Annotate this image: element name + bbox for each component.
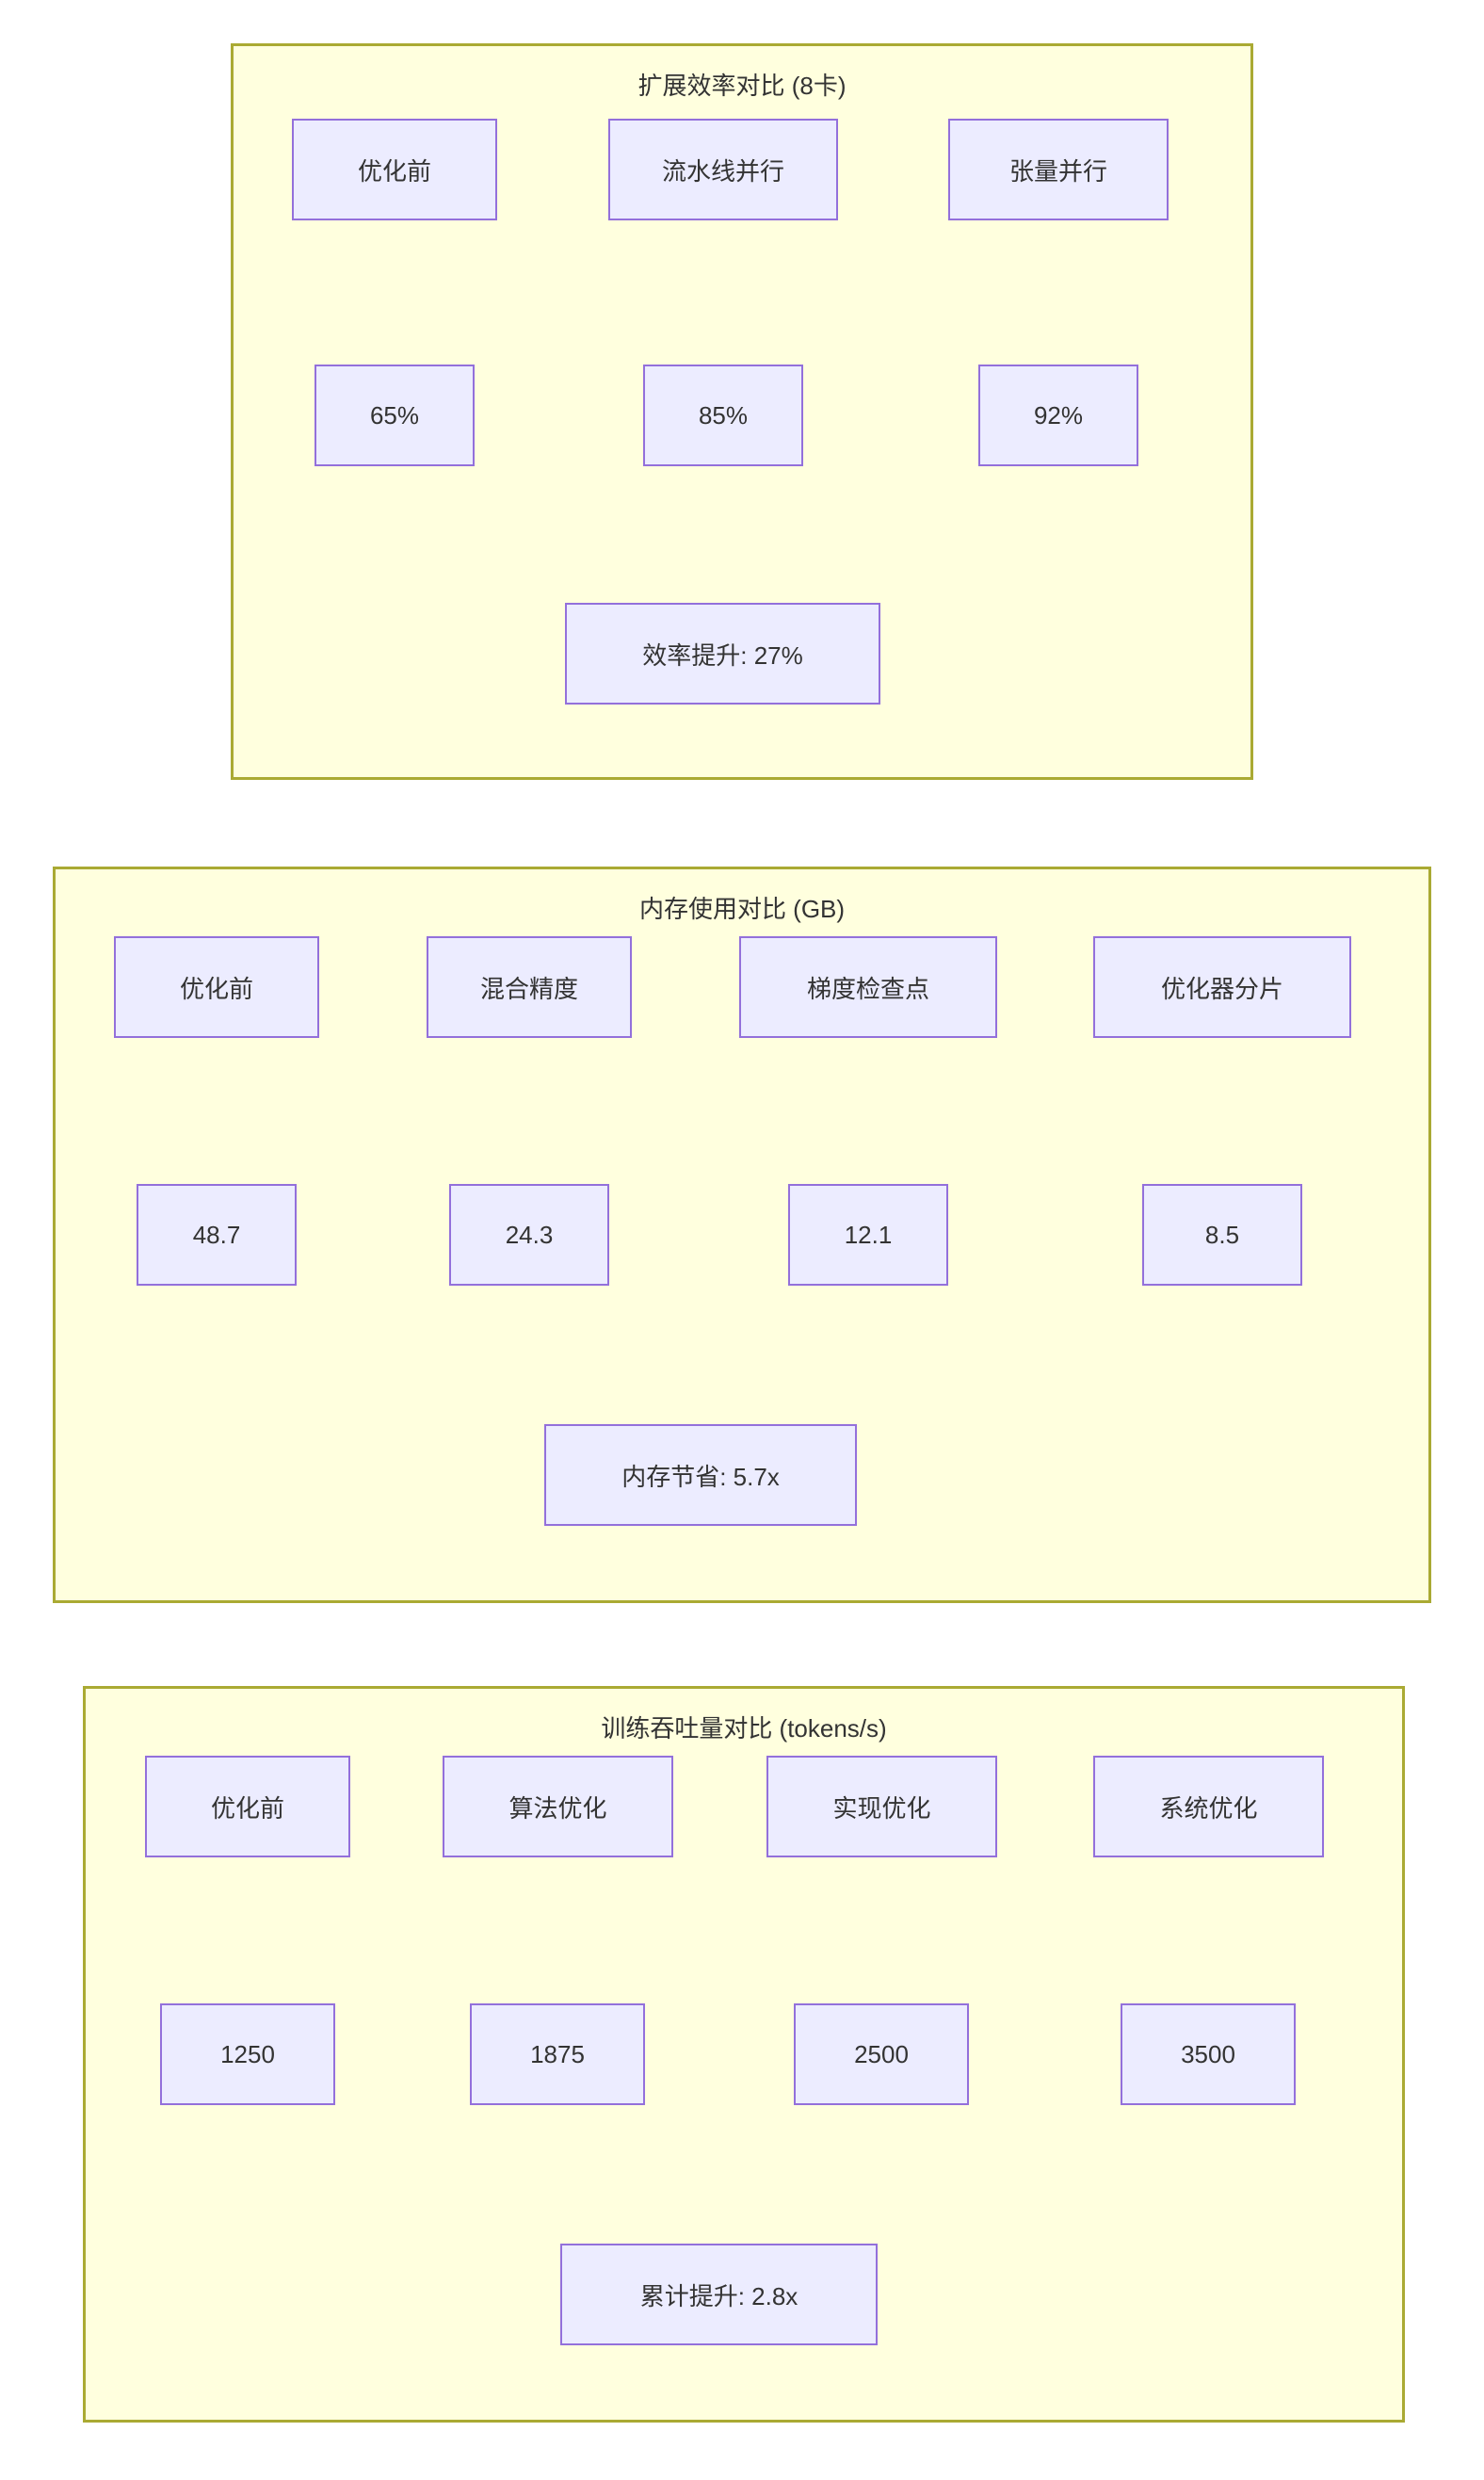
node-p2-value-3[interactable]: 8.5 <box>1142 1184 1302 1286</box>
node-label: 优化前 <box>357 156 431 186</box>
node-p3-summary[interactable]: 累计提升: 2.8x <box>560 2244 878 2345</box>
node-label: 1250 <box>220 2039 275 2068</box>
node-p1-input-2[interactable]: 张量并行 <box>948 119 1169 220</box>
node-label: 1875 <box>530 2039 585 2068</box>
node-p2-input-3[interactable]: 优化器分片 <box>1093 936 1351 1038</box>
node-label: 优化前 <box>179 974 253 1003</box>
node-p2-input-1[interactable]: 混合精度 <box>427 936 632 1038</box>
node-label: 累计提升: 2.8x <box>639 2281 798 2310</box>
node-p1-input-0[interactable]: 优化前 <box>292 119 497 220</box>
node-p2-value-2[interactable]: 12.1 <box>788 1184 948 1286</box>
node-label: 张量并行 <box>1008 156 1107 186</box>
node-label: 12.1 <box>844 1220 893 1249</box>
node-label: 算法优化 <box>508 1793 607 1823</box>
node-p1-summary[interactable]: 效率提升: 27% <box>565 603 880 705</box>
node-label: 系统优化 <box>1159 1793 1258 1823</box>
node-label: 8.5 <box>1204 1220 1240 1249</box>
node-p2-input-0[interactable]: 优化前 <box>114 936 319 1038</box>
node-label: 65% <box>369 400 420 430</box>
node-p1-value-0[interactable]: 65% <box>315 365 475 466</box>
subgraph-title-scaling-efficiency: 扩展效率对比 (8卡) <box>637 72 847 100</box>
node-label: 2500 <box>854 2039 909 2068</box>
subgraph-title-memory-usage: 内存使用对比 (GB) <box>638 895 846 923</box>
node-label: 优化前 <box>210 1793 284 1823</box>
node-label: 85% <box>698 400 749 430</box>
node-p3-input-0[interactable]: 优化前 <box>145 1756 350 1857</box>
node-p1-input-1[interactable]: 流水线并行 <box>608 119 838 220</box>
node-p3-value-1[interactable]: 1875 <box>470 2003 645 2105</box>
node-p2-summary[interactable]: 内存节省: 5.7x <box>544 1424 857 1526</box>
node-p3-value-3[interactable]: 3500 <box>1121 2003 1296 2105</box>
node-p1-value-1[interactable]: 85% <box>643 365 803 466</box>
node-p3-value-2[interactable]: 2500 <box>794 2003 969 2105</box>
node-label: 内存节省: 5.7x <box>621 1462 780 1491</box>
node-label: 3500 <box>1181 2039 1235 2068</box>
node-p2-input-2[interactable]: 梯度检查点 <box>739 936 997 1038</box>
node-p3-input-1[interactable]: 算法优化 <box>443 1756 673 1857</box>
node-p1-value-2[interactable]: 92% <box>978 365 1138 466</box>
node-label: 混合精度 <box>479 974 578 1003</box>
node-p2-value-0[interactable]: 48.7 <box>137 1184 297 1286</box>
subgraph-title-training-throughput: 训练吞吐量对比 (tokens/s) <box>601 1714 887 1742</box>
node-p3-value-0[interactable]: 1250 <box>160 2003 335 2105</box>
node-label: 梯度检查点 <box>806 974 929 1003</box>
node-label: 48.7 <box>192 1220 241 1249</box>
node-label: 优化器分片 <box>1160 974 1283 1003</box>
node-label: 实现优化 <box>832 1793 931 1823</box>
node-label: 24.3 <box>505 1220 554 1249</box>
node-p3-input-2[interactable]: 实现优化 <box>766 1756 997 1857</box>
node-p3-input-3[interactable]: 系统优化 <box>1093 1756 1324 1857</box>
node-p2-value-1[interactable]: 24.3 <box>449 1184 609 1286</box>
node-label: 92% <box>1033 400 1084 430</box>
node-label: 效率提升: 27% <box>642 640 803 670</box>
node-label: 流水线并行 <box>661 156 784 186</box>
